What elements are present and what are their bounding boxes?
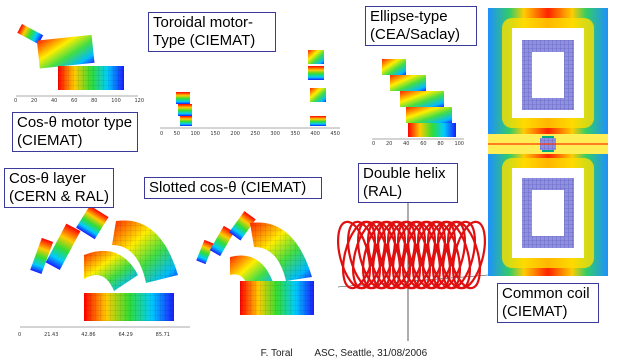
double-helix-figure bbox=[337, 195, 489, 341]
footer: F. Toral ASC, Seattle, 31/08/2006 bbox=[255, 337, 428, 359]
axis-tick: 40 bbox=[403, 141, 410, 147]
axis-tick: 200 bbox=[230, 131, 240, 137]
cos-motor-axis: 0 20 40 60 80 100 120 bbox=[14, 98, 144, 104]
axis-tick: 60 bbox=[420, 141, 427, 147]
axis-tick: 400 bbox=[310, 131, 320, 137]
axis-tick: 80 bbox=[91, 98, 98, 104]
axis-tick: 60 bbox=[71, 98, 78, 104]
axis-tick: 20 bbox=[30, 98, 38, 104]
axis-tick: 85.71 bbox=[155, 332, 170, 338]
helix-turn bbox=[442, 220, 476, 290]
slotted-cos-theta-figure bbox=[196, 211, 314, 315]
axis-tick: 120 bbox=[134, 98, 144, 104]
label-common-coil: Common coil (CIEMAT) bbox=[497, 283, 599, 323]
label-ellipse-type: Ellipse-type (CEA/Saclay) bbox=[365, 6, 477, 46]
axis-tick: 450 bbox=[330, 131, 340, 137]
axis-tick: 350 bbox=[290, 131, 300, 137]
axis-tick: 0 bbox=[14, 98, 18, 104]
axis-tick: 100 bbox=[111, 98, 121, 104]
cos-layer-axis: 0 21.43 42.86 64.29 85.71 bbox=[18, 332, 170, 338]
label-cos-theta-motor: Cos-θ motor type (CIEMAT) bbox=[12, 112, 138, 152]
axis-tick: 40 bbox=[50, 98, 58, 104]
axis-tick: 0 bbox=[160, 131, 164, 137]
footer-event: ASC, Seattle, 31/08/2006 bbox=[314, 348, 428, 359]
axis-tick: 0 bbox=[372, 141, 376, 147]
axis-tick: 300 bbox=[270, 131, 280, 137]
label-cos-theta-layer: Cos-θ layer (CERN & RAL) bbox=[4, 168, 114, 208]
cos-theta-motor-figure bbox=[16, 24, 138, 97]
footer-author: F. Toral bbox=[260, 348, 293, 359]
axis-tick: 250 bbox=[250, 131, 260, 137]
label-slotted-cos-theta: Slotted cos-θ (CIEMAT) bbox=[144, 177, 322, 199]
axis-tick: 150 bbox=[210, 131, 220, 137]
cos-motor-coil-block-1 bbox=[17, 24, 44, 45]
axis-tick: 100 bbox=[190, 131, 200, 137]
axis-tick: 50 bbox=[173, 131, 180, 137]
helix-coils bbox=[337, 220, 486, 290]
cos-motor-coil-block-2 bbox=[36, 34, 95, 69]
toroidal-axis: 0 50 100 150 200 250 300 350 400 450 bbox=[160, 131, 340, 137]
label-double-helix: Double helix (RAL) bbox=[358, 163, 458, 203]
cos-theta-layer-figure bbox=[20, 205, 190, 328]
axis-tick: 0 bbox=[18, 332, 22, 338]
axis-tick: 64.29 bbox=[118, 332, 133, 338]
helix-turn bbox=[452, 220, 486, 290]
axis-tick: 42.86 bbox=[81, 332, 96, 338]
label-toroidal-motor: Toroidal motor- Type (CIEMAT) bbox=[148, 12, 276, 52]
axis-tick: 20 bbox=[385, 141, 393, 147]
axis-tick: 80 bbox=[437, 141, 444, 147]
axis-tick: 100 bbox=[454, 141, 464, 147]
toroidal-motor-figure bbox=[160, 50, 340, 129]
ellipse-type-figure bbox=[372, 59, 464, 140]
ellipse-axis: 0 20 40 60 80 100 bbox=[372, 141, 464, 147]
axis-tick: 21.43 bbox=[44, 332, 59, 338]
helix-turn bbox=[447, 220, 481, 290]
common-coil-field-map bbox=[488, 8, 608, 276]
